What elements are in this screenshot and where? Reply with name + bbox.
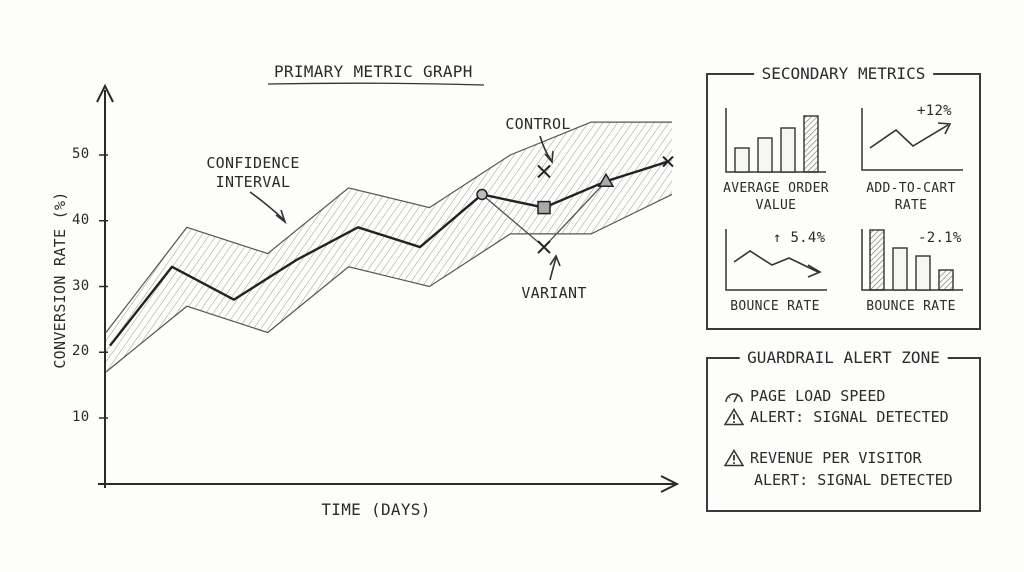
ci-annotation-line1: CONFIDENCE — [206, 154, 300, 172]
metric-label-aov: AVERAGE ORDER VALUE — [723, 180, 829, 214]
mini-chart-bounce-line — [725, 229, 827, 291]
ci-arrowhead — [275, 209, 287, 225]
metric-badge-atc: +12% — [917, 103, 952, 119]
x-axis-label: TIME (DAYS) — [321, 500, 431, 519]
mini-bar — [757, 137, 773, 173]
title-underline — [267, 82, 485, 86]
guardrail-item-page-load: PAGE LOAD SPEED — [724, 387, 885, 405]
y-tick-label: 40 — [72, 211, 90, 228]
metric-label-bounce-1: BOUNCE RATE — [730, 299, 820, 314]
variant-annotation: VARIANT — [521, 284, 587, 302]
metric-badge-bounce-1: ↑ 5.4% — [773, 230, 826, 246]
chart-title: PRIMARY METRIC GRAPH — [274, 62, 473, 81]
mini-bar — [938, 269, 954, 291]
y-tick-label: 50 — [72, 146, 90, 162]
marker-variant-x — [537, 240, 551, 254]
marker-circle — [476, 188, 488, 201]
warning-triangle-icon — [724, 449, 744, 467]
marker-square — [537, 200, 551, 215]
metric-label-atc-line1: ADD-TO-CART — [866, 181, 956, 196]
guardrail-alert-panel: GUARDRAIL ALERT ZONE PAGE LOAD SPEED ALE… — [706, 348, 981, 512]
guardrail-item-revenue-name: REVENUE PER VISITOR — [750, 449, 922, 467]
y-tick-label: 30 — [72, 277, 90, 294]
control-arrowhead — [544, 150, 554, 164]
metric-label-aov-line1: AVERAGE ORDER — [723, 181, 829, 196]
series-line-control — [109, 160, 669, 347]
warning-triangle-icon — [724, 408, 744, 426]
variant-arrowhead — [549, 254, 561, 267]
y-axis-label: CONVERSION RATE (%) — [51, 191, 69, 369]
mini-chart-aov — [725, 108, 826, 173]
mini-bar — [803, 115, 819, 173]
mini-bar — [915, 255, 931, 291]
guardrail-item-revenue: REVENUE PER VISITOR — [724, 449, 922, 467]
marker-end-x — [662, 155, 674, 168]
metric-label-aov-line2: VALUE — [755, 198, 797, 213]
ci-annotation: CONFIDENCE INTERVAL — [206, 154, 299, 192]
ci-lower-edge — [105, 193, 673, 373]
secondary-metrics-panel: SECONDARY METRICS — [706, 64, 981, 330]
metric-label-atc: ADD-TO-CART RATE — [866, 180, 955, 214]
speedometer-icon — [725, 393, 743, 403]
confidence-band — [106, 122, 672, 372]
metric-badge-bounce-2: -2.1% — [918, 230, 962, 246]
control-arrow — [539, 135, 552, 161]
guardrail-item-page-load-alert: ALERT: SIGNAL DETECTED — [724, 408, 949, 426]
mini-bar — [734, 147, 750, 173]
y-tick-label: 20 — [72, 343, 90, 360]
guardrail-item-revenue-alert: ALERT: SIGNAL DETECTED — [754, 471, 953, 489]
secondary-metrics-title: SECONDARY METRICS — [753, 64, 934, 83]
marker-triangle — [597, 172, 615, 188]
x-axis-arrow — [660, 475, 680, 493]
guardrail-item-revenue-status: ALERT: SIGNAL DETECTED — [754, 471, 953, 489]
variant-arrow — [549, 257, 557, 281]
ci-arrow — [249, 191, 285, 221]
mini-bar — [892, 247, 908, 291]
guardrail-item-page-load-name: PAGE LOAD SPEED — [750, 387, 886, 405]
metric-label-bounce-2: BOUNCE RATE — [866, 299, 956, 314]
mini-bar — [869, 229, 885, 291]
marker-control-x — [537, 164, 551, 179]
metric-label-atc-line2: RATE — [894, 198, 928, 213]
y-axis-arrow — [96, 83, 114, 103]
control-annotation: CONTROL — [505, 115, 571, 133]
mini-chart-atc — [861, 108, 963, 171]
mini-bar — [780, 127, 796, 173]
ci-annotation-line2: INTERVAL — [215, 173, 291, 191]
guardrail-item-page-load-status: ALERT: SIGNAL DETECTED — [750, 408, 949, 426]
guardrail-title: GUARDRAIL ALERT ZONE — [739, 348, 948, 367]
y-tick-label: 10 — [72, 409, 90, 425]
mini-chart-bounce-bars — [861, 229, 963, 291]
ci-upper-edge — [105, 121, 672, 333]
